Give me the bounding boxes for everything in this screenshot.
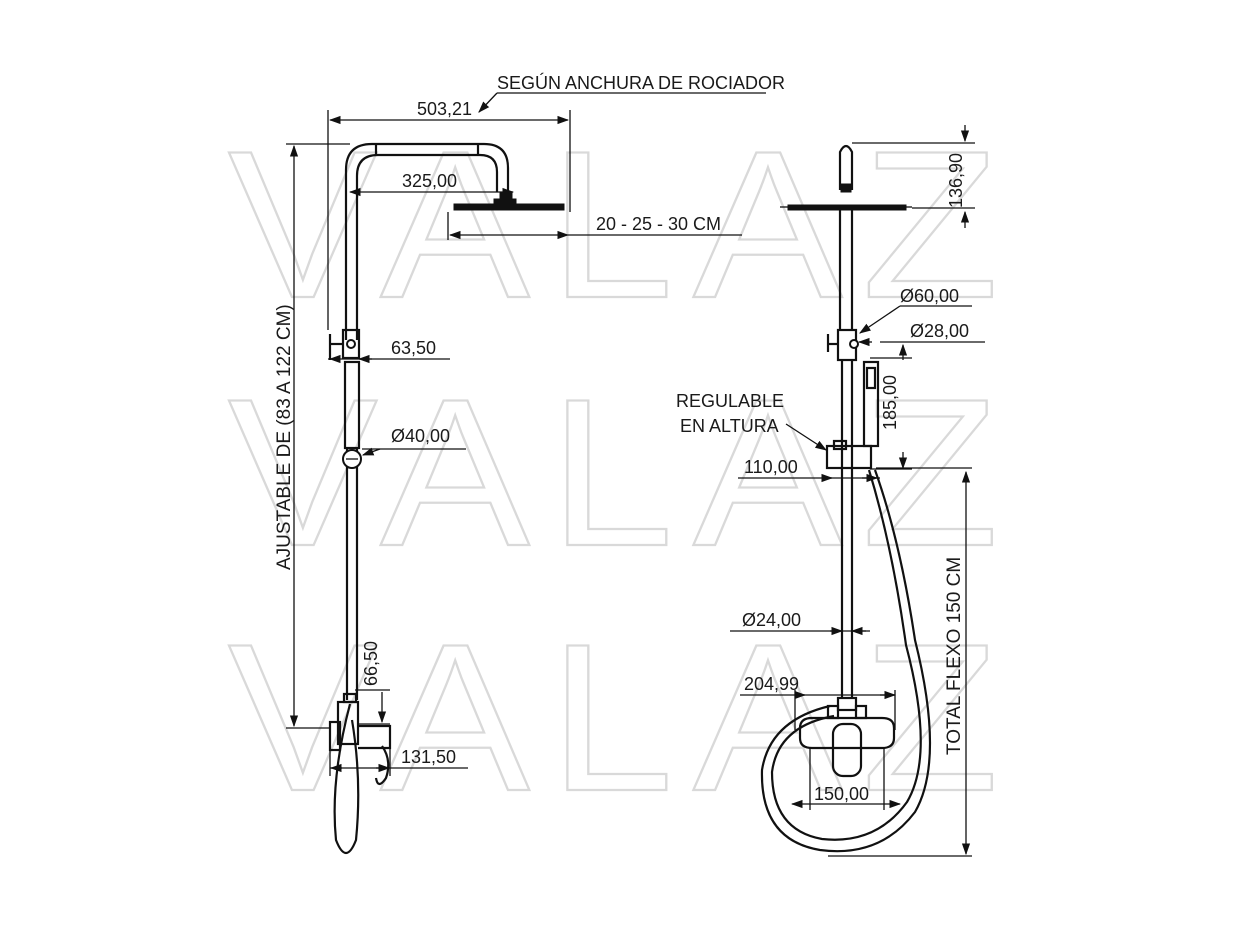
dim-diam-lower: Ø24,00 — [742, 610, 801, 630]
note-rociador: SEGÚN ANCHURA DE ROCIADOR — [497, 72, 785, 93]
dim-mixer-width: 204,99 — [744, 674, 799, 694]
dim-diam-pipe: Ø28,00 — [910, 321, 969, 341]
left-view: SEGÚN ANCHURA DE ROCIADOR 503,21 325,00 … — [274, 72, 785, 855]
dim-height-range: AJUSTABLE DE (83 A 122 CM) — [274, 304, 295, 570]
dim-holder-width: 110,00 — [744, 457, 798, 477]
right-view: 136,90 Ø60,00 Ø28,00 185,00 — [676, 125, 985, 857]
dim-arm-length: 325,00 — [402, 171, 457, 191]
dim-offset-mixer: 63,50 — [391, 338, 436, 358]
note-en-altura: EN ALTURA — [680, 416, 779, 436]
dim-diam-diverter: Ø60,00 — [900, 286, 959, 306]
dim-centers: 150,00 — [814, 784, 869, 804]
dim-width-overall: 503,21 — [417, 99, 472, 119]
dim-spout-projection: 131,50 — [401, 747, 456, 767]
dim-slider-height: 185,00 — [880, 375, 900, 430]
note-regulable: REGULABLE — [676, 391, 784, 411]
dim-top-height: 136,90 — [946, 153, 966, 208]
dim-head-size: 20 - 25 - 30 CM — [596, 214, 721, 234]
dim-bracket-height: 66,50 — [361, 641, 381, 686]
dim-diam-knob: Ø40,00 — [391, 426, 450, 446]
dim-hose-total: TOTAL FLEXO 150 CM — [944, 557, 965, 755]
